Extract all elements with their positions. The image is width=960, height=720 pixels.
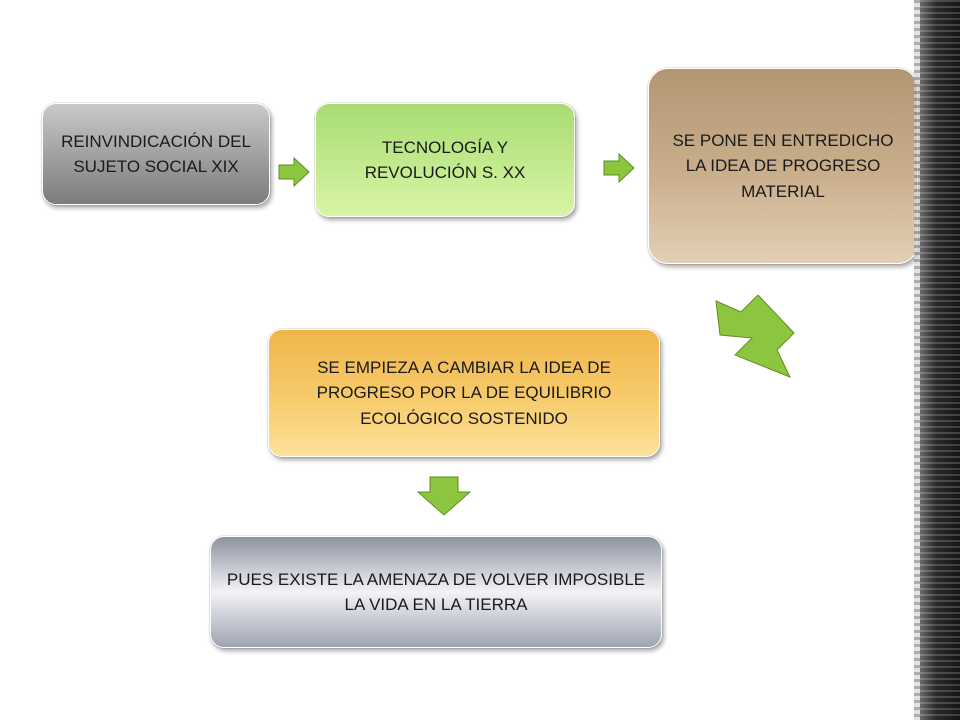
- node-label: SE PONE EN ENTREDICHO LA IDEA DE PROGRES…: [672, 130, 894, 201]
- node-label: PUES EXISTE LA AMENAZA DE VOLVER IMPOSIB…: [226, 569, 646, 615]
- node-label: REINVINDICACIÓN DEL SUJETO SOCIAL XIX: [61, 131, 251, 177]
- node-label: TECNOLOGÍA Y REVOLUCIÓN S. XX: [364, 137, 526, 183]
- arrow-down-icon: [417, 476, 471, 516]
- node-amenaza-vida-tierra: PUES EXISTE LA AMENAZA DE VOLVER IMPOSIB…: [210, 536, 662, 648]
- node-label: SE EMPIEZA A CAMBIAR LA IDEA DE PROGRESO…: [316, 357, 612, 428]
- arrow-diagonal-down-icon: [715, 295, 795, 378]
- arrow-right-icon: [278, 157, 310, 187]
- arrow-right-icon: [603, 153, 635, 183]
- node-equilibrio-ecologico: SE EMPIEZA A CAMBIAR LA IDEA DE PROGRESO…: [268, 329, 660, 457]
- decorative-border-edge: [914, 0, 920, 720]
- node-reivindicacion-sujeto-social: REINVINDICACIÓN DEL SUJETO SOCIAL XIX: [42, 103, 270, 205]
- decorative-border-strip: [920, 0, 960, 720]
- node-tecnologia-revolucion: TECNOLOGÍA Y REVOLUCIÓN S. XX: [315, 103, 575, 217]
- node-progreso-material: SE PONE EN ENTREDICHO LA IDEA DE PROGRES…: [648, 68, 918, 264]
